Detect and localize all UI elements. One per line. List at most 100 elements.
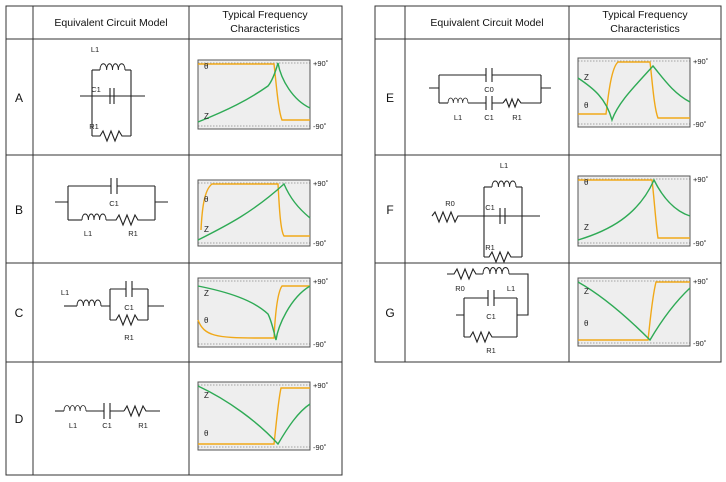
axis-label-top: +90˚ [693,57,708,66]
label-b-l1: L1 [84,229,92,238]
header-freq-right-2: Characteristics [610,23,679,35]
theta-curve [200,183,310,237]
theta-label: θ [584,319,589,328]
plot-g: θZ+90˚-90˚ [577,277,708,348]
label-g-r0: R0 [455,284,465,293]
theta-label: θ [204,62,209,71]
z-label: Z [584,73,589,82]
theta-label: θ [584,101,589,110]
label-d-r1: R1 [138,421,148,430]
left-table [5,5,343,476]
axis-label-bottom: -90˚ [313,340,326,349]
right-table [374,5,722,363]
label-f-r1: R1 [485,243,495,252]
label-b-c1: C1 [109,199,119,208]
label-e-l1: L1 [454,113,462,122]
z-label: Z [204,391,209,400]
circuit-c [64,281,164,327]
theta-curve [578,179,690,239]
label-c-c1: C1 [124,303,134,312]
label-a-r1: R1 [89,122,99,131]
circuit-b [55,178,168,227]
theta-label: θ [204,316,209,325]
header-freq-left-1: Typical Frequency [222,9,308,21]
circuit-g [447,266,529,344]
plot-frame [197,59,311,130]
label-e-r1: R1 [512,113,522,122]
theta-curve [198,63,310,121]
row-letter-e: E [386,91,394,105]
z-label: Z [204,289,209,298]
label-a-l1: L1 [91,45,99,54]
axis-label-top: +90˚ [693,175,708,184]
z-label: Z [204,225,209,234]
theta-curve [578,61,690,119]
label-e-c1: C1 [484,113,494,122]
header-freq-left-2: Characteristics [230,23,299,35]
plot-frame [577,175,691,247]
z-curve [197,62,311,123]
frequency-plots: θZ+90˚-90˚θZ+90˚-90˚θZ+90˚-90˚θZ+90˚-90˚… [197,57,708,452]
plot-frame [577,277,691,347]
theta-curve [578,281,690,341]
circuit-e [429,68,551,110]
plot-frame [577,57,691,128]
plot-frame [197,381,311,451]
theta-label: θ [204,195,209,204]
axis-label-bottom: -90˚ [693,239,706,248]
row-letter-f: F [386,203,393,217]
z-curve [197,285,311,341]
plot-frame [197,179,311,247]
z-curve [197,385,311,446]
theta-curve [198,387,310,445]
z-label: Z [584,223,589,232]
header-model-left: Equivalent Circuit Model [54,17,167,29]
plot-c: θ Z +90˚ -90˚ [197,277,328,349]
axis-label-top: +90˚ [313,277,328,286]
label-c-r1: R1 [124,333,134,342]
label-g-c1: C1 [486,312,496,321]
row-letter-g: G [385,306,394,320]
plot-a: θZ +90˚ -90˚ [197,59,328,131]
label-f-c1: C1 [485,203,495,212]
circuit-a [80,63,145,143]
plot-d: θ Z +90˚ -90˚ [197,381,328,452]
row-letter-a: A [15,91,23,105]
z-label: Z [584,287,589,296]
axis-label-top: +90˚ [313,179,328,188]
header-model-right: Equivalent Circuit Model [430,17,543,29]
axis-label-top: +90˚ [693,277,708,286]
z-curve [577,64,691,123]
z-curve [197,182,311,241]
row-letter-b: B [15,203,23,217]
axis-label-bottom: -90˚ [313,239,326,248]
label-f-l1: L1 [500,161,508,170]
axis-label-top: +90˚ [313,59,328,68]
label-f-r0: R0 [445,199,455,208]
axis-label-top: +90˚ [313,381,328,390]
axis-label-bottom: -90˚ [313,443,326,452]
label-a-c1: C1 [91,85,101,94]
z-curve [577,281,691,342]
axis-label-bottom: -90˚ [693,120,706,129]
label-e-c0: C0 [484,85,494,94]
circuit-d [55,403,160,419]
plot-e: θ Z +90˚ -90˚ [577,57,708,129]
label-c-l1: L1 [61,288,69,297]
label-g-r1: R1 [486,346,496,355]
circuit-f [431,180,540,264]
label-b-r1: R1 [128,229,138,238]
plot-b: θZ +90˚ -90˚ [197,179,328,248]
plot-frame [197,277,311,348]
axis-label-bottom: -90˚ [313,122,326,131]
plot-f: θZ +90˚ -90˚ [577,175,708,248]
header-freq-right-1: Typical Frequency [602,9,688,21]
theta-label: θ [204,429,209,438]
label-d-l1: L1 [69,421,77,430]
theta-label: θ [584,178,589,187]
label-g-l1: L1 [507,284,515,293]
label-d-c1: C1 [102,421,112,430]
z-label: Z [204,112,209,121]
theta-curve [197,285,310,339]
